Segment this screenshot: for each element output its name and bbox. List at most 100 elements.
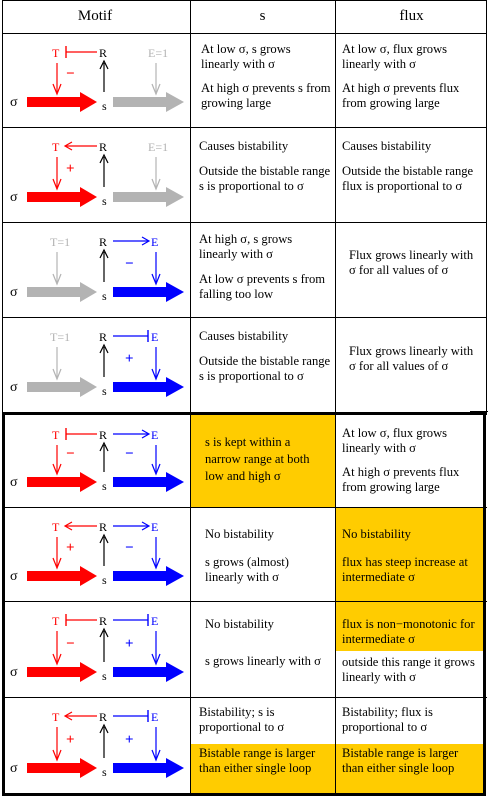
s-cell-row-8: Bistability; s is proportional to σ Bist… [199, 705, 332, 776]
r-to-e-arrowhead [141, 429, 151, 439]
r-label: R [99, 428, 107, 442]
flux-text: Flux grows linearly with σ for all value… [349, 248, 474, 277]
flux-text: At low σ, flux grows linearly with σ [342, 426, 448, 455]
right-regulator-arrowhead [151, 178, 161, 191]
sigma-label: σ [10, 190, 18, 205]
highlight-r7-flux [335, 601, 485, 651]
s-label: s [102, 479, 107, 493]
r-to-e-arrowhead [141, 236, 151, 246]
r-to-t-arrowhead [63, 521, 73, 531]
flux-cell-row-4: Flux grows linearly with σ for all value… [349, 344, 477, 374]
left-loop-sign: − [66, 636, 75, 652]
left-regulator-arrowhead [52, 557, 62, 570]
left-loop-sign: + [66, 161, 75, 177]
r-to-t-arrowhead [63, 711, 73, 721]
s-cell-row-7: No bistability s grows linearly with σ [205, 617, 329, 669]
left-regulator-label: T [52, 710, 60, 724]
grid-line [486, 0, 487, 415]
s-to-r-arrowhead [99, 59, 109, 70]
left-loop-sign: − [66, 446, 75, 462]
left-regulator-label: T [52, 428, 60, 442]
sigma-label: σ [10, 285, 18, 300]
s-label: s [102, 289, 107, 303]
output-flux-arrow [113, 92, 184, 112]
right-regulator-arrowhead [151, 749, 161, 762]
input-flux-arrow [27, 282, 97, 302]
left-regulator-arrowhead [52, 83, 62, 96]
s-to-r-arrowhead [99, 533, 109, 544]
s-label: s [102, 194, 107, 208]
left-regulator-arrowhead [52, 178, 62, 191]
highlight-r5-s [190, 415, 335, 507]
flux-text: At low σ, flux grows linearly with σ [342, 42, 448, 71]
left-regulator-label: T [52, 46, 60, 60]
highlight-r6-flux [335, 507, 485, 601]
left-regulator-arrowhead [52, 749, 62, 762]
left-regulator-label: T [52, 520, 60, 534]
grid-line [2, 33, 487, 34]
grid-line [2, 0, 3, 796]
left-loop-sign: + [66, 732, 75, 748]
output-flux-arrow [113, 662, 184, 682]
right-loop-sign: + [125, 732, 134, 748]
output-flux-arrow [113, 758, 184, 778]
left-regulator-label: T=1 [50, 235, 70, 249]
left-regulator-arrowhead [52, 653, 62, 666]
s-label: s [102, 384, 107, 398]
flux-cell-row-2: Causes bistability Outside the bistable … [342, 139, 480, 194]
right-regulator-arrowhead [151, 368, 161, 381]
right-regulator-label: E [151, 235, 158, 249]
input-flux-arrow [27, 472, 97, 492]
input-flux-arrow [27, 662, 97, 682]
sigma-label: σ [10, 761, 18, 776]
output-flux-arrow [113, 472, 184, 492]
s-label: s [102, 573, 107, 587]
sigma-label: σ [10, 380, 18, 395]
right-regulator-arrowhead [151, 273, 161, 286]
header-flux: flux [399, 8, 424, 24]
s-text: s is kept within a narrow range at both … [205, 435, 310, 483]
grid-line [2, 507, 487, 508]
s-label: s [102, 765, 107, 779]
s-text: Causes bistability [199, 139, 289, 153]
r-to-e-arrowhead [141, 521, 151, 531]
r-label: R [99, 46, 107, 60]
s-cell-row-5: s is kept within a narrow range at both … [205, 434, 329, 485]
flux-text: No bistability [342, 527, 411, 541]
r-label: R [99, 330, 107, 344]
r-label: R [99, 520, 107, 534]
s-to-r-arrowhead [99, 343, 109, 354]
s-cell-row-4: Causes bistability Outside the bistable … [199, 329, 332, 384]
grid-line [2, 127, 487, 128]
right-loop-sign: − [125, 540, 134, 556]
grid-line [335, 0, 336, 796]
input-flux-arrow [27, 92, 97, 112]
s-to-r-arrowhead [99, 153, 109, 164]
r-label: R [99, 710, 107, 724]
s-to-r-arrowhead [99, 723, 109, 734]
flux-text: flux has steep increase at intermediate … [342, 555, 468, 584]
r-label: R [99, 614, 107, 628]
left-regulator-label: T [52, 140, 60, 154]
input-flux-arrow [27, 377, 97, 397]
left-regulator-arrowhead [52, 273, 62, 286]
left-regulator-label: T=1 [50, 330, 70, 344]
left-regulator-arrowhead [52, 368, 62, 381]
output-flux-arrow [113, 566, 184, 586]
s-to-r-arrowhead [99, 627, 109, 638]
s-text: At low σ, s grows linearly with σ [201, 42, 291, 71]
left-regulator-arrowhead [52, 463, 62, 476]
flux-text: Bistability; flux is proportional to σ [342, 705, 433, 734]
s-cell-row-2: Causes bistability Outside the bistable … [199, 139, 332, 194]
left-loop-sign: − [66, 66, 75, 82]
r-label: R [99, 140, 107, 154]
flux-text: Outside the bistable range flux is propo… [342, 164, 474, 193]
input-flux-arrow [27, 758, 97, 778]
left-loop-sign: + [66, 540, 75, 556]
